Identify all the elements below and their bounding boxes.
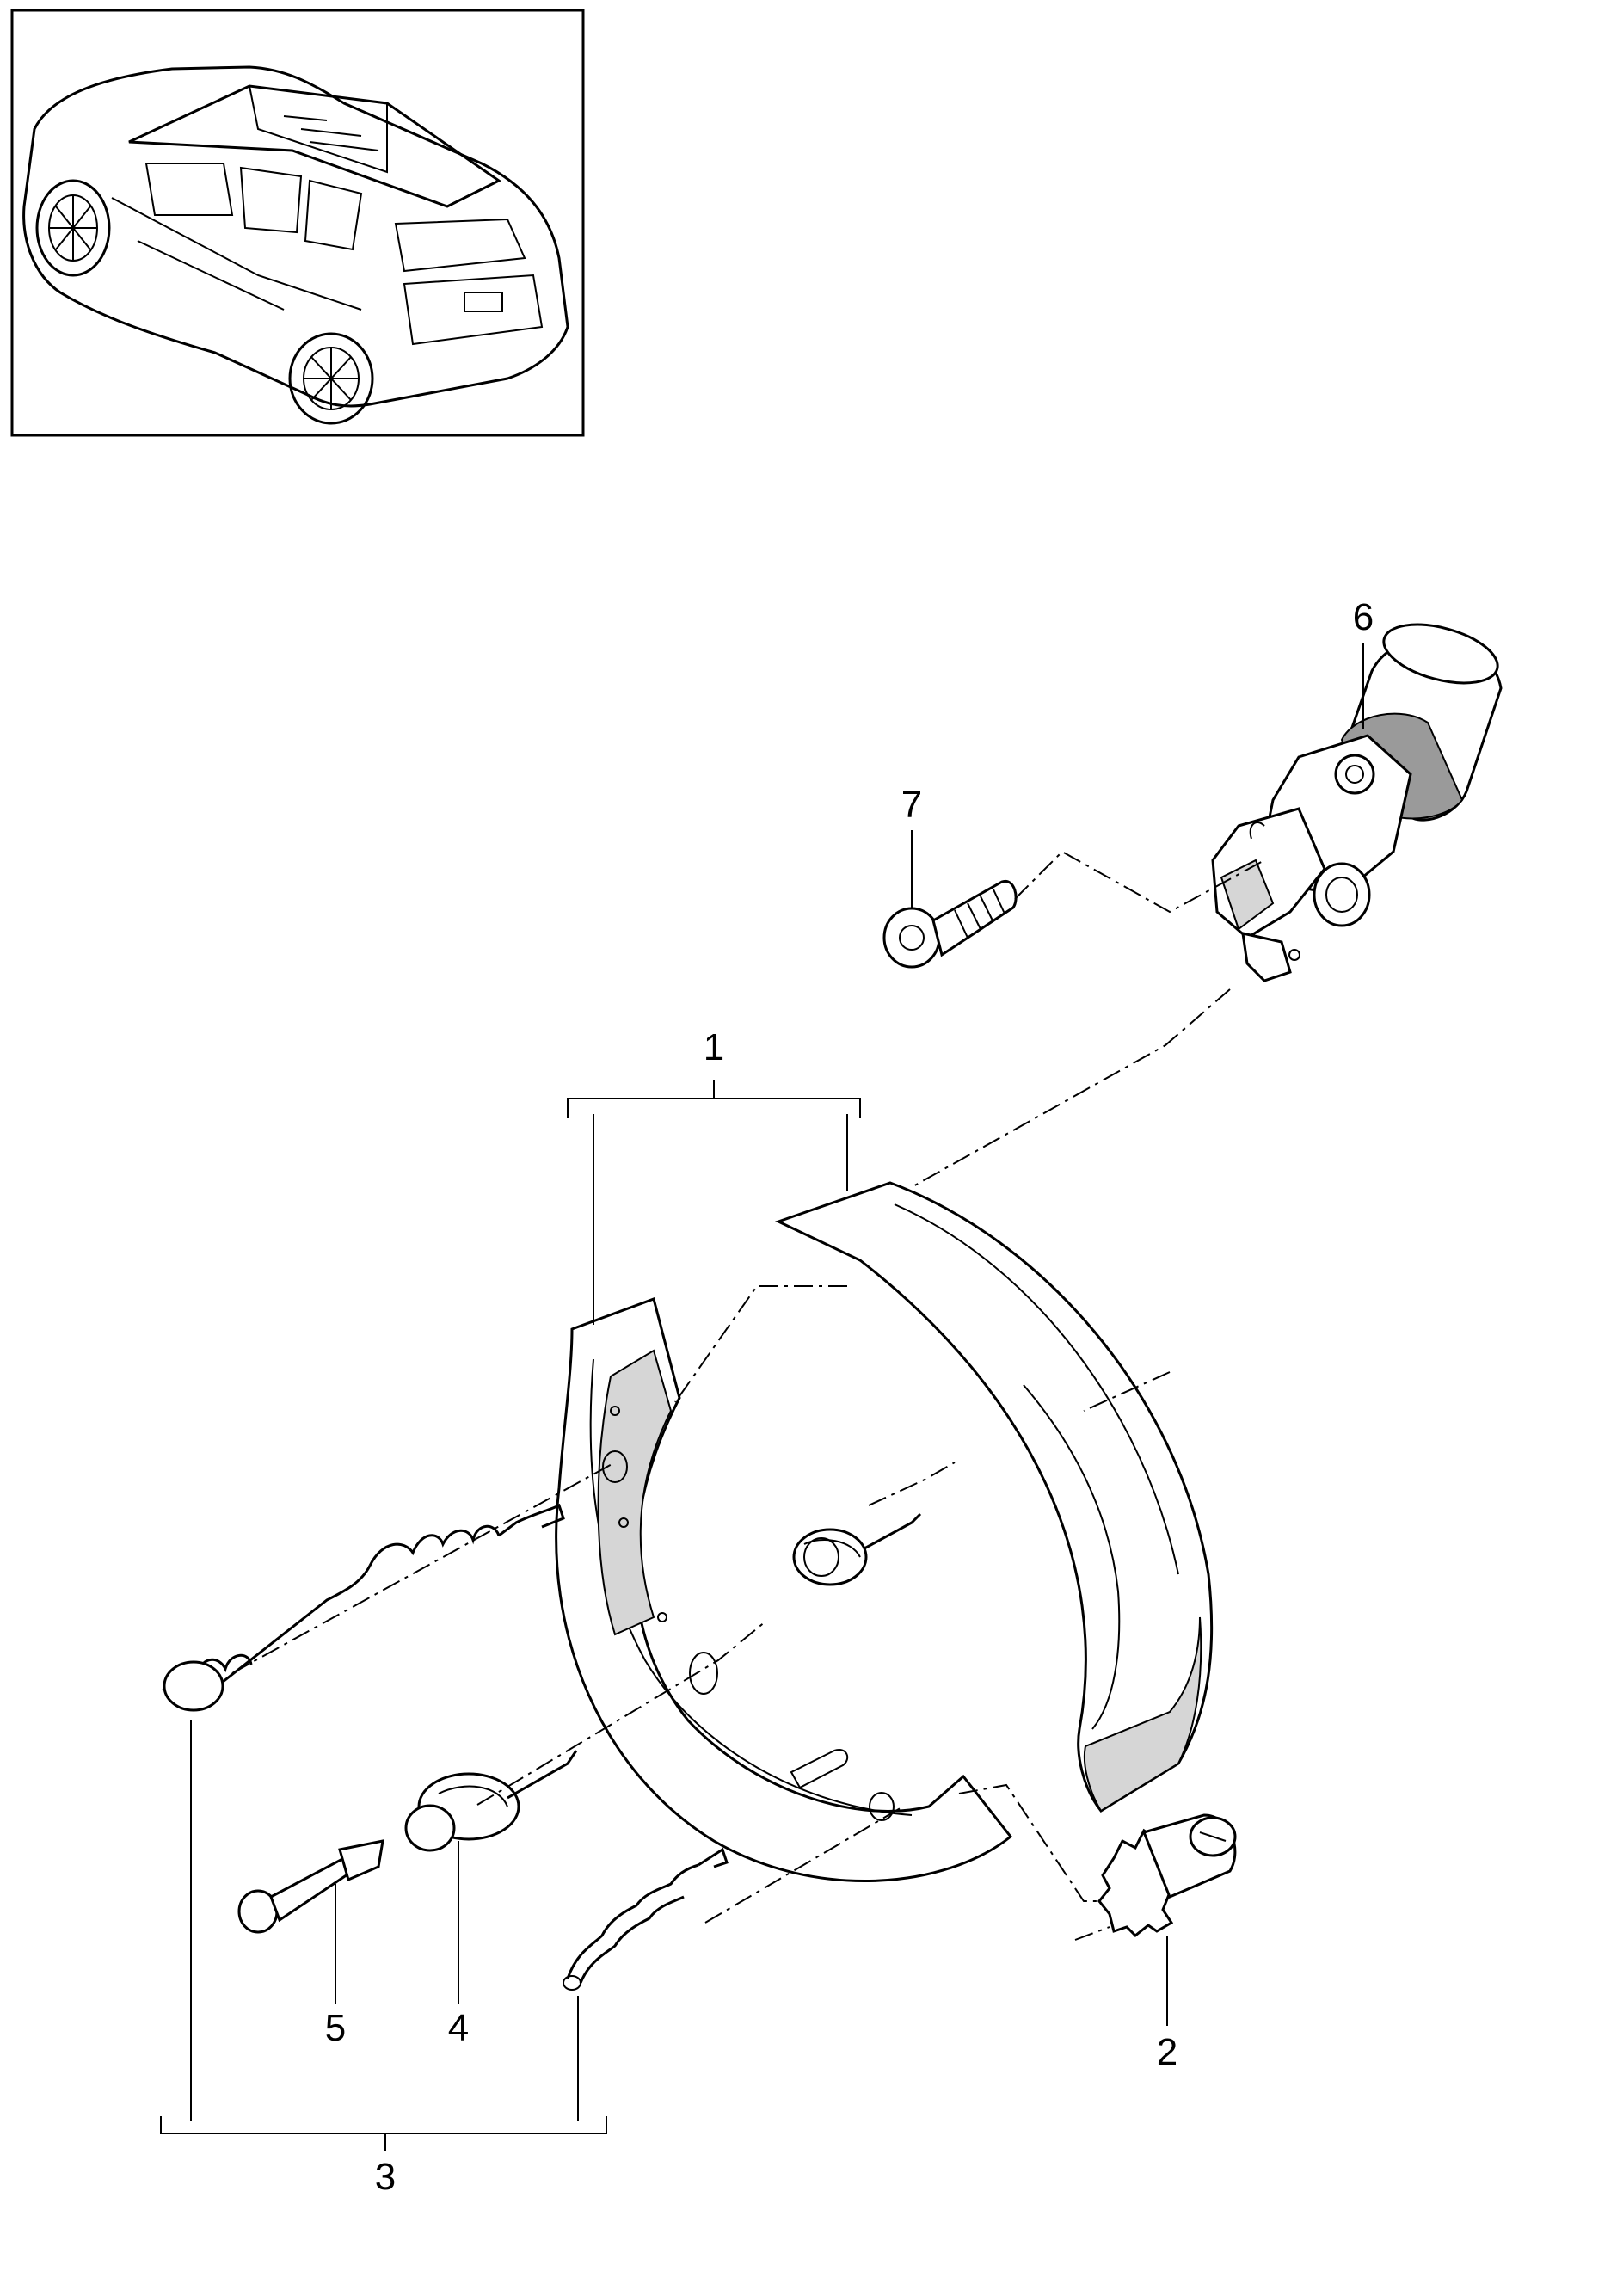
hold-down-spring — [404, 1750, 578, 1852]
center-spring — [792, 1512, 922, 1586]
front-wheel-icon — [35, 179, 111, 277]
callout-5: 5 — [325, 2007, 346, 2049]
retaining-pin — [237, 1839, 384, 1934]
callout-3: 3 — [375, 2156, 396, 2198]
callout-7: 7 — [901, 784, 922, 826]
brake-shoe-left — [555, 1297, 1013, 1883]
callout-4: 4 — [448, 2007, 469, 2049]
parking-brake-actuator — [1211, 623, 1503, 982]
leader-lines — [160, 643, 1364, 2151]
mounting-bolt — [882, 879, 1018, 969]
callout-6: 6 — [1353, 596, 1374, 638]
brake-shoe-right — [775, 1181, 1214, 1813]
rear-wheel-icon — [288, 332, 374, 425]
adjuster-nut — [1097, 1813, 1237, 1938]
callout-1: 1 — [704, 1026, 724, 1068]
adjuster-spring-lower — [563, 1847, 729, 1991]
callout-2: 2 — [1157, 2031, 1177, 2073]
assembly-lines — [231, 850, 1265, 1941]
suv-icon — [22, 65, 569, 425]
return-spring-upper — [162, 1503, 565, 1712]
vehicle-thumbnail — [10, 9, 585, 437]
